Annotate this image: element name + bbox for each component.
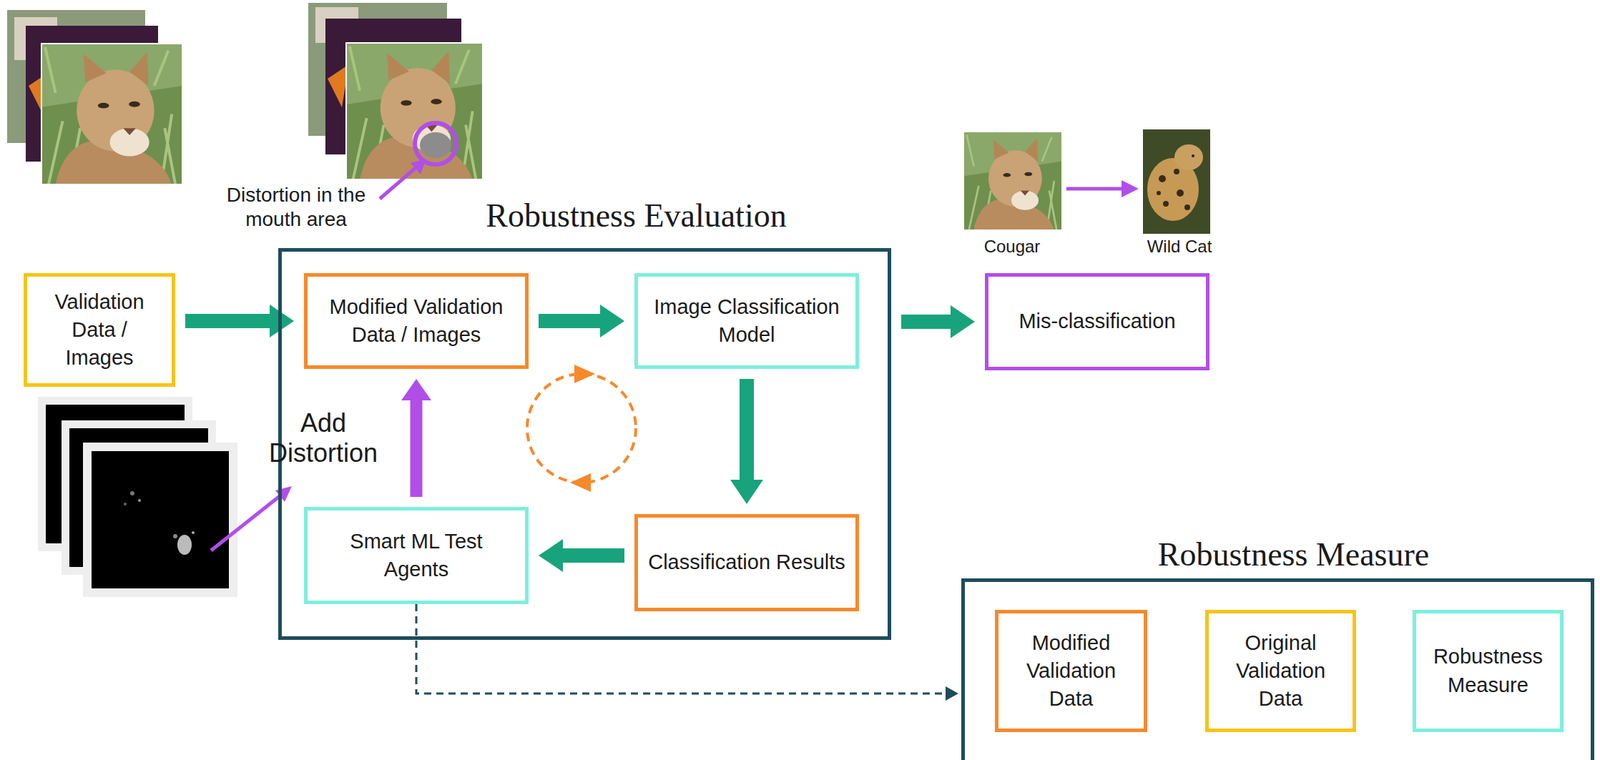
box-label: Robustness Measure — [1424, 643, 1552, 699]
box-label: Image Classification Model — [646, 293, 847, 350]
text-wrap: Classification Results — [648, 548, 846, 577]
image-stack — [7, 10, 183, 185]
text-wrap: Modified Validation Data / Images — [316, 293, 517, 350]
flow-arrow — [538, 304, 625, 338]
annotation-label: Cougar — [940, 236, 1084, 258]
text-wrap: Robustness Measure — [1424, 643, 1552, 699]
box-label: Original Validation Data — [1217, 629, 1344, 714]
box-label: Modified Validation Data — [1007, 629, 1136, 714]
panel-title: Robustness Measure — [980, 535, 1600, 575]
panel-title: Robustness Evaluation — [333, 195, 940, 236]
data-box: Modified Validation Data — [994, 610, 1148, 733]
flow-arrow — [730, 379, 764, 505]
measure-panel: Robustness Measure Modified Validation Da… — [961, 578, 1595, 760]
result-box: Mis-classification — [984, 273, 1210, 371]
box-label: Validation Data / Images — [35, 288, 164, 372]
box-label: Smart ML Test Agents — [316, 527, 517, 584]
box-label: Mis-classification — [1018, 307, 1176, 336]
text-wrap: Mis-classification — [1018, 307, 1176, 336]
text-wrap: Original Validation Data — [1217, 629, 1344, 714]
mask-stack — [37, 396, 292, 598]
flow-arrow — [538, 539, 625, 573]
edge-label: Add Distortion — [255, 408, 392, 468]
flow-arrow — [901, 305, 975, 339]
text-wrap: Smart ML Test Agents — [316, 527, 517, 584]
agent-box: Smart ML Test Agents — [303, 507, 529, 605]
measure-box: Robustness Measure — [1412, 610, 1564, 733]
modified-image-stack — [308, 2, 483, 199]
misclassified-images — [964, 129, 1211, 234]
distortion-arrow — [401, 379, 432, 498]
annotation-label: Distortion in the mouth area — [210, 183, 382, 232]
dashed-connector — [416, 604, 959, 701]
box-label: Modified Validation Data / Images — [316, 293, 517, 350]
process-box: Classification Results — [634, 514, 860, 612]
text-wrap: Image Classification Model — [646, 293, 847, 350]
data-box: Original Validation Data — [1205, 610, 1357, 733]
text-wrap: Validation Data / Images — [35, 288, 164, 372]
input-box: Validation Data / Images — [23, 273, 176, 387]
cycle-symbol — [527, 364, 636, 493]
model-box: Image Classification Model — [634, 273, 860, 370]
box-label: Classification Results — [648, 548, 846, 577]
annotation-label: Wild Cat — [1107, 236, 1251, 258]
text-wrap: Modified Validation Data — [1007, 629, 1136, 714]
process-box: Modified Validation Data / Images — [303, 273, 529, 370]
